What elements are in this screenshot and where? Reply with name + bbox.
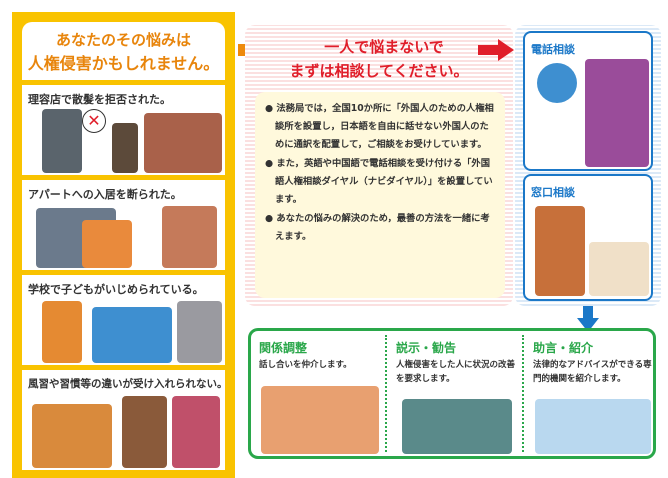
case-text: 理容店で散髪を拒否された。 <box>28 93 171 106</box>
bullet-item: また，英語や中国語で電話相談を受け付ける「外国語人権相談ダイヤル（ナビダイヤル）… <box>265 155 497 209</box>
middle-panel: 一人で悩まないで まずは相談してください。 法務局では，全国10か所に「外国人の… <box>245 25 513 306</box>
phone-consultation-card: 電話相談 <box>523 31 653 171</box>
officials-illustration <box>402 399 512 454</box>
man-illustration <box>122 396 167 468</box>
info-box: 法務局では，全国10か所に「外国人のための人権相談所を設置し，日本語を自由に話せ… <box>255 92 505 298</box>
case-text: 風習や習慣等の違いが受け入れられない。 <box>28 378 228 390</box>
counter-consultation-card: 窓口相談 <box>523 174 653 301</box>
operator-illustration <box>537 63 577 103</box>
cross-icon: ✕ <box>82 109 106 133</box>
bullet-item: あなたの悩みの解決のため，最善の方法を一緒に考えます。 <box>265 210 497 246</box>
counter-title: 窓口相談 <box>531 186 575 199</box>
case-text: アパートへの入居を断られた。 <box>28 188 182 201</box>
children-illustration <box>92 307 172 363</box>
middle-title: 一人で悩まないで まずは相談してください。 <box>245 35 513 83</box>
meeting-illustration <box>261 386 379 454</box>
case-text: 学校で子どもがいじめられている。 <box>28 283 204 296</box>
advisor-illustration <box>535 399 651 454</box>
case-customs: 風習や習慣等の違いが受け入れられない。 <box>22 370 228 470</box>
counter-illustration <box>589 242 649 296</box>
bottom-panel: 関係調整 話し合いを仲介します。 説示・勧告 人権侵害をした人に状況の改善を要求… <box>248 328 656 459</box>
barber-illustration <box>112 123 138 173</box>
mediation-column: 関係調整 話し合いを仲介します。 <box>251 331 385 456</box>
case-apartment: アパートへの入居を断られた。 <box>22 180 225 270</box>
shop-illustration <box>144 113 222 173</box>
divider <box>385 335 387 452</box>
bullet-item: 法務局では，全国10か所に「外国人のための人権相談所を設置し，日本語を自由に話せ… <box>265 100 497 154</box>
child-illustration <box>42 301 82 363</box>
family-illustration <box>82 220 132 268</box>
title-line2: まずは相談してください。 <box>289 62 469 80</box>
landlord-illustration <box>162 206 217 268</box>
woman-illustration <box>172 396 220 468</box>
left-panel: あなたのその悩みは 人権侵害かもしれません。 理容店で散髪を拒否された。 ✕ ア… <box>12 12 235 478</box>
left-title: あなたのその悩みは 人権侵害かもしれません。 <box>22 22 225 80</box>
woman-illustration <box>535 206 585 296</box>
title-line1: あなたのその悩みは <box>55 31 191 49</box>
red-arrow-head <box>498 39 514 61</box>
blue-arrow <box>583 306 593 320</box>
recommendation-column: 説示・勧告 人権侵害をした人に状況の改善を要求します。 <box>388 331 522 456</box>
column-title: 関係調整 <box>259 341 308 355</box>
phone-title: 電話相談 <box>531 43 575 56</box>
caller-illustration <box>585 59 649 167</box>
family-illustration <box>32 404 112 468</box>
school-illustration <box>177 301 222 363</box>
case-barber: 理容店で散髪を拒否された。 ✕ <box>22 85 225 175</box>
right-panel: 電話相談 窓口相談 <box>515 25 661 306</box>
column-desc: 法律的なアドバイスができる専門的機関を紹介します。 <box>533 360 652 384</box>
person-illustration <box>42 109 82 173</box>
column-title: 説示・勧告 <box>396 341 457 355</box>
column-desc: 人権侵害をした人に状況の改善を要求します。 <box>396 360 516 384</box>
column-desc: 話し合いを仲介します。 <box>259 360 352 370</box>
red-arrow <box>478 45 500 55</box>
column-title: 助言・紹介 <box>533 341 594 355</box>
title-line1: 一人で悩まないで <box>324 38 444 56</box>
advice-column: 助言・紹介 法律的なアドバイスができる専門的機関を紹介します。 <box>525 331 659 456</box>
divider <box>522 335 524 452</box>
case-school: 学校で子どもがいじめられている。 <box>22 275 225 365</box>
title-line2: 人権侵害かもしれません。 <box>27 54 220 73</box>
